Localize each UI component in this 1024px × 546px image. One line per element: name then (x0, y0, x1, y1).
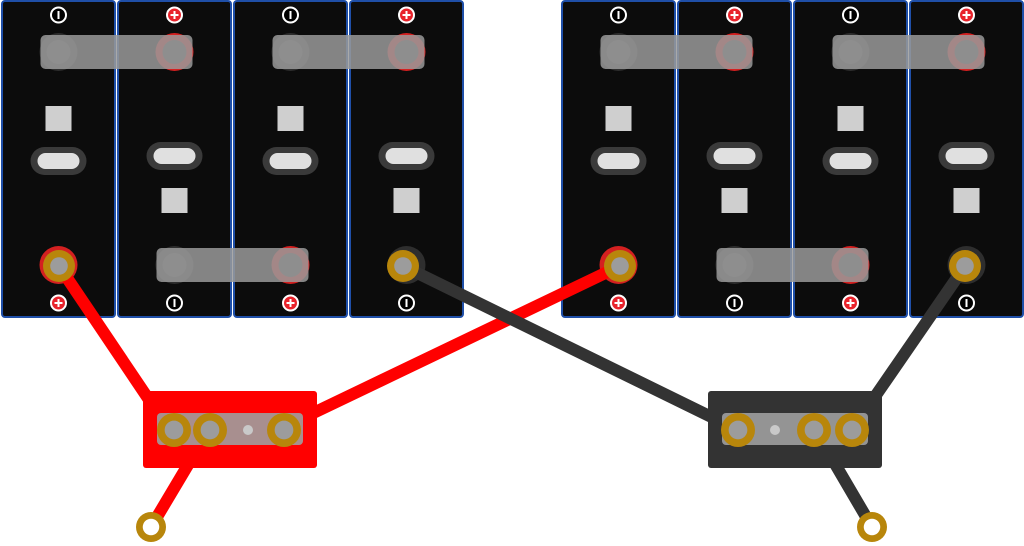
busbar-center-stud (770, 425, 780, 435)
lug-hole (142, 518, 160, 536)
busbar-icon (272, 35, 425, 69)
vent-oval (713, 148, 756, 164)
lug-hole (50, 257, 68, 275)
vent-oval (385, 148, 428, 164)
bottom-polarity-icon (50, 294, 67, 312)
vent-oval (945, 148, 988, 164)
terminal-lug-icon (721, 413, 755, 447)
lug-hole (956, 257, 974, 275)
busbar-center-stud (243, 425, 253, 435)
bottom-polarity-icon (166, 294, 183, 312)
cables-layer (43, 250, 981, 542)
terminal-lug-icon (797, 413, 831, 447)
top-polarity-icon (958, 6, 975, 24)
vent-oval (269, 153, 312, 169)
top-polarity-icon (282, 6, 299, 24)
terminal-lug-icon (267, 413, 301, 447)
lug-hole (842, 420, 862, 440)
bottom-polarity-icon (610, 294, 627, 312)
lug-hole (394, 257, 412, 275)
lug-hole (200, 420, 220, 440)
lug-hole (611, 257, 629, 275)
positive-cable-cross (276, 260, 626, 434)
lug-hole (863, 518, 881, 536)
bottom-polarity-icon (398, 294, 415, 312)
terminal-lug-icon (949, 250, 981, 282)
lug-hole (728, 420, 748, 440)
vent-oval (829, 153, 872, 169)
vent-oval (597, 153, 640, 169)
busbar-icon (832, 35, 985, 69)
minus-bar (57, 11, 60, 19)
negative-cable-cross (397, 260, 744, 436)
minus-bar (965, 299, 968, 307)
minus-bar (405, 299, 408, 307)
plus-bar-v (57, 299, 60, 307)
plus-bar-v (405, 11, 408, 19)
vent-oval (37, 153, 80, 169)
plus-bar-v (849, 299, 852, 307)
terminal-lug-icon (387, 250, 419, 282)
minus-bar (849, 11, 852, 19)
busbar-icon (600, 35, 753, 69)
top-polarity-icon (610, 6, 627, 24)
lug-hole (164, 420, 184, 440)
top-polarity-icon (726, 6, 743, 24)
busbar-icon (40, 35, 193, 69)
bottom-polarity-icon (958, 294, 975, 312)
busbars-layer (143, 391, 882, 468)
lug-hole (804, 420, 824, 440)
terminal-lug-icon (193, 413, 227, 447)
plus-bar-v (289, 299, 292, 307)
busbar-strip (722, 413, 868, 445)
vent-square (837, 106, 864, 131)
vent-square (161, 188, 188, 213)
output-lug-negative (857, 512, 887, 542)
vent-square (721, 188, 748, 213)
bottom-polarity-icon (282, 294, 299, 312)
terminal-lug-icon (43, 250, 75, 282)
series-links-layer (40, 35, 985, 282)
output-lug-positive (136, 512, 166, 542)
vent-square (45, 106, 72, 131)
plus-bar-v (173, 11, 176, 19)
minus-bar (173, 299, 176, 307)
positive-busbar (143, 391, 317, 468)
plus-bar-v (965, 11, 968, 19)
bottom-polarity-icon (726, 294, 743, 312)
top-polarity-icon (398, 6, 415, 24)
terminal-lug-icon (604, 250, 636, 282)
minus-bar (733, 299, 736, 307)
busbar-icon (156, 248, 309, 282)
minus-bar (289, 11, 292, 19)
vent-square (277, 106, 304, 131)
vent-square (953, 188, 980, 213)
negative-busbar (708, 391, 882, 468)
top-polarity-icon (842, 6, 859, 24)
busbar-icon (716, 248, 869, 282)
plus-bar-v (733, 11, 736, 19)
vent-square (605, 106, 632, 131)
top-polarity-icon (166, 6, 183, 24)
plus-bar-v (617, 299, 620, 307)
top-polarity-icon (50, 6, 67, 24)
vent-square (393, 188, 420, 213)
terminal-lug-icon (835, 413, 869, 447)
vent-oval (153, 148, 196, 164)
terminal-lug-icon (157, 413, 191, 447)
minus-bar (617, 11, 620, 19)
busbar-strip (157, 413, 303, 445)
bottom-polarity-icon (842, 294, 859, 312)
lug-hole (274, 420, 294, 440)
